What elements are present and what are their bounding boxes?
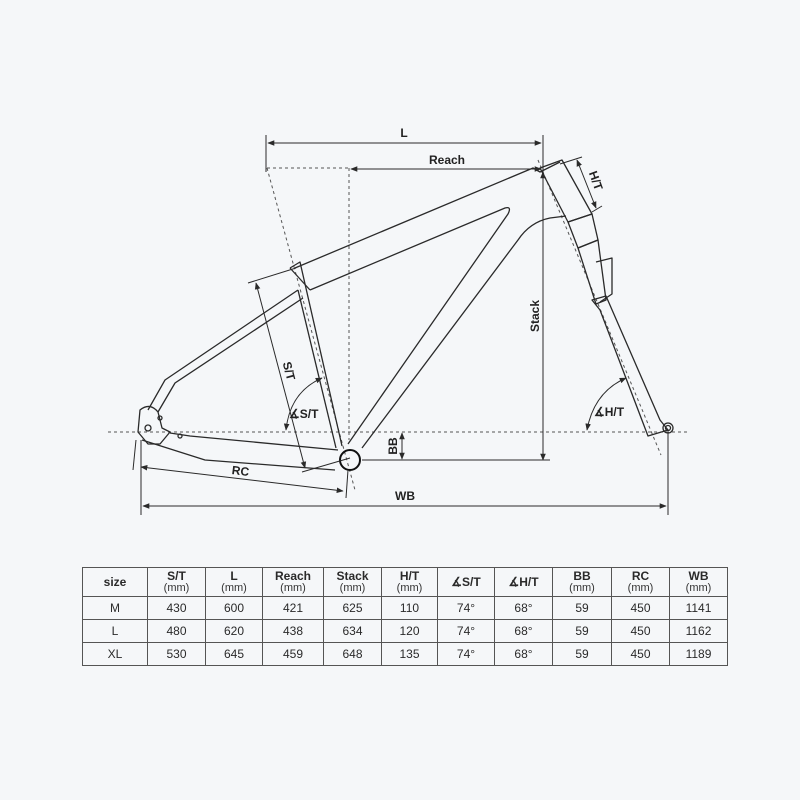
label-head-tube-angle: ∡H/T [594,405,625,419]
cell-length: 620 [205,619,263,643]
cell-head-tube-angle: 68° [494,596,553,620]
cell-seat-tube: 530 [147,642,206,666]
seat-tube-angle-indicator: ∡S/T [283,377,323,431]
header-length: L(mm) [205,567,263,597]
header-size: size [82,567,148,597]
bike-geometry-diagram: L Reach Stack H/T S/T ∡S/T ∡H/T BB [108,126,690,515]
bike-frame [137,159,674,471]
cell-reach: 459 [262,642,324,666]
label-head-tube: H/T [586,169,606,193]
cell-size: L [82,619,148,643]
table-header-row: size S/T(mm) L(mm) Reach(mm) Stack(mm) H… [82,567,728,597]
dimension-reach: Reach [350,153,542,172]
table-row: M 430 600 421 625 110 74° 68° 59 450 114… [82,596,728,620]
cell-stack: 634 [323,619,382,643]
cell-stack: 625 [323,596,382,620]
cell-wheelbase: 1162 [669,619,728,643]
label-L: L [400,126,407,140]
cell-bottom-bracket: 59 [552,642,612,666]
label-stack: Stack [528,300,542,332]
cell-reach: 421 [262,596,324,620]
cell-bottom-bracket: 59 [552,596,612,620]
header-seat-tube: S/T(mm) [147,567,206,597]
geometry-table-container: size S/T(mm) L(mm) Reach(mm) Stack(mm) H… [82,567,728,666]
label-rear-center: RC [231,463,250,479]
cell-length: 600 [205,596,263,620]
cell-head-tube-angle: 68° [494,619,553,643]
bottom-bracket-circle [339,449,361,471]
dimension-rear-center: RC [132,439,349,499]
header-bottom-bracket: BB(mm) [552,567,612,597]
cell-rear-center: 450 [611,642,670,666]
cell-seat-tube: 480 [147,619,206,643]
cell-reach: 438 [262,619,324,643]
dimension-wheelbase: WB [140,433,669,515]
label-reach: Reach [429,153,465,167]
cell-seat-tube-angle: 74° [437,642,495,666]
label-wheelbase: WB [395,489,415,503]
dimension-head-tube: H/T [559,156,606,213]
label-seat-tube-angle: ∡S/T [289,407,319,421]
dimension-stack: Stack [362,171,550,461]
header-rear-center: RC(mm) [611,567,670,597]
header-head-tube: H/T(mm) [381,567,438,597]
cell-wheelbase: 1189 [669,642,728,666]
dimension-bottom-bracket: BB [386,432,405,460]
header-stack: Stack(mm) [323,567,382,597]
head-tube-axis-line [537,159,662,456]
cell-rear-center: 450 [611,596,670,620]
table-row: L 480 620 438 634 120 74° 68° 59 450 116… [82,619,728,643]
geometry-table: size S/T(mm) L(mm) Reach(mm) Stack(mm) H… [82,567,728,666]
cell-seat-tube: 430 [147,596,206,620]
cell-head-tube: 135 [381,642,438,666]
cell-rear-center: 450 [611,619,670,643]
cell-seat-tube-angle: 74° [437,596,495,620]
header-wheelbase: WB(mm) [669,567,728,597]
cell-size: XL [82,642,148,666]
table-row: XL 530 645 459 648 135 74° 68° 59 450 11… [82,642,728,666]
cell-head-tube: 110 [381,596,438,620]
header-seat-tube-angle: ∡S/T [437,567,495,597]
cell-size: M [82,596,148,620]
cell-wheelbase: 1141 [669,596,728,620]
label-bottom-bracket: BB [386,437,400,455]
seat-tube-extension-line [266,167,356,491]
header-reach: Reach(mm) [262,567,324,597]
cell-stack: 648 [323,642,382,666]
head-tube-angle-indicator: ∡H/T [585,377,627,431]
header-head-tube-angle: ∡H/T [494,567,553,597]
cell-head-tube-angle: 68° [494,642,553,666]
cell-seat-tube-angle: 74° [437,619,495,643]
dimension-L: L [265,126,544,172]
label-seat-tube: S/T [280,360,299,382]
cell-head-tube: 120 [381,619,438,643]
cell-length: 645 [205,642,263,666]
cell-bottom-bracket: 59 [552,619,612,643]
